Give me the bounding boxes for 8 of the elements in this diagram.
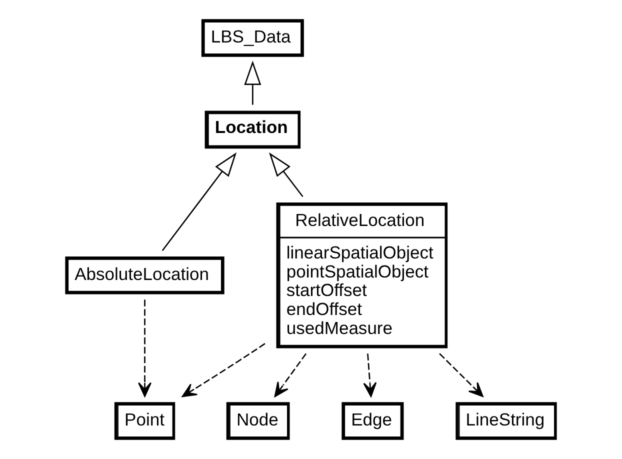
arrow [268, 152, 304, 198]
arrow [363, 354, 377, 398]
arrow [244, 60, 262, 105]
arrow [182, 343, 266, 398]
arrow [162, 152, 237, 252]
arrow [439, 353, 484, 398]
arrow [274, 353, 307, 398]
arrow [138, 300, 152, 397]
